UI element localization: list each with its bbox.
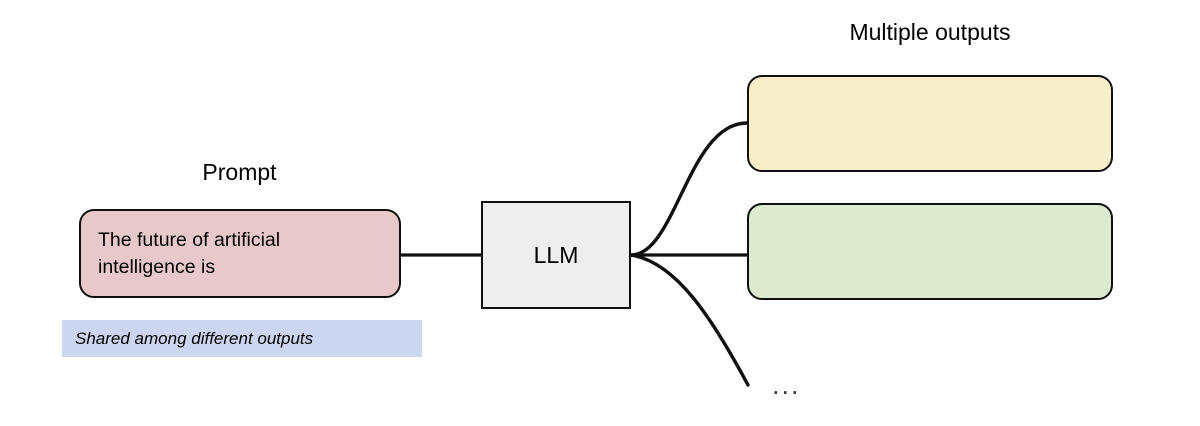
output-box-1[interactable] (747, 75, 1113, 172)
prompt-box[interactable]: The future of artificial intelligence is (79, 209, 401, 298)
edge-llm-to-ellipsis (629, 253, 750, 387)
prompt-label: Prompt (202, 159, 277, 185)
shared-annotation-text: Shared among different outputs (75, 328, 314, 348)
llm-node-label: LLM (533, 241, 579, 268)
multiple-outputs-label: Multiple outputs (849, 19, 1011, 45)
output-box-2[interactable] (747, 203, 1113, 300)
shared-annotation-banner: Shared among different outputs (62, 320, 422, 357)
prompt-box-text: The future of artificial intelligence is (98, 228, 281, 278)
edge-llm-to-output-1 (629, 121, 749, 257)
llm-node[interactable]: LLM (481, 201, 631, 309)
ellipsis-label: ... (772, 370, 801, 400)
